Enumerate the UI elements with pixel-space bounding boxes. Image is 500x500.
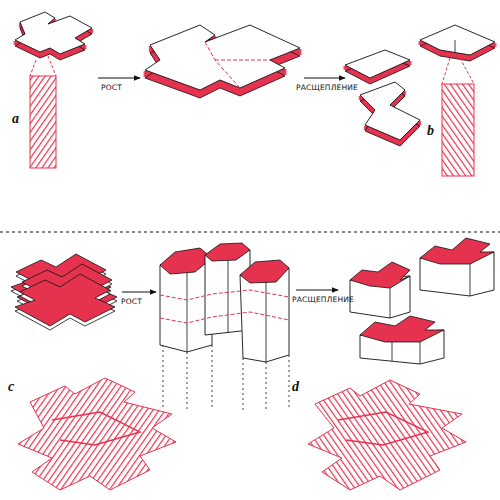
separator-line xyxy=(0,232,500,233)
arrow-label: РАСЩЕПЛЕНИЕ xyxy=(296,84,358,92)
arrow-label: РАСЩЕПЛЕНИЕ xyxy=(292,296,354,304)
arrow-label: РОСТ xyxy=(121,298,142,306)
panel-letter: d xyxy=(292,380,299,394)
cross-section xyxy=(30,56,56,168)
split-blocks xyxy=(350,238,494,364)
panel-letter: b xyxy=(427,124,434,138)
grown-columns xyxy=(160,243,289,410)
arrow-label: РОСТ xyxy=(101,84,122,92)
plate-stack xyxy=(11,254,117,330)
grown-slab xyxy=(145,25,300,98)
layer-pattern xyxy=(308,380,466,490)
panel-letter: c xyxy=(8,380,14,394)
process-arrow xyxy=(98,78,345,292)
panel-letter: a xyxy=(12,112,19,126)
cross-section xyxy=(442,58,474,176)
crystal-slab xyxy=(15,12,92,60)
layer-pattern xyxy=(18,378,176,490)
